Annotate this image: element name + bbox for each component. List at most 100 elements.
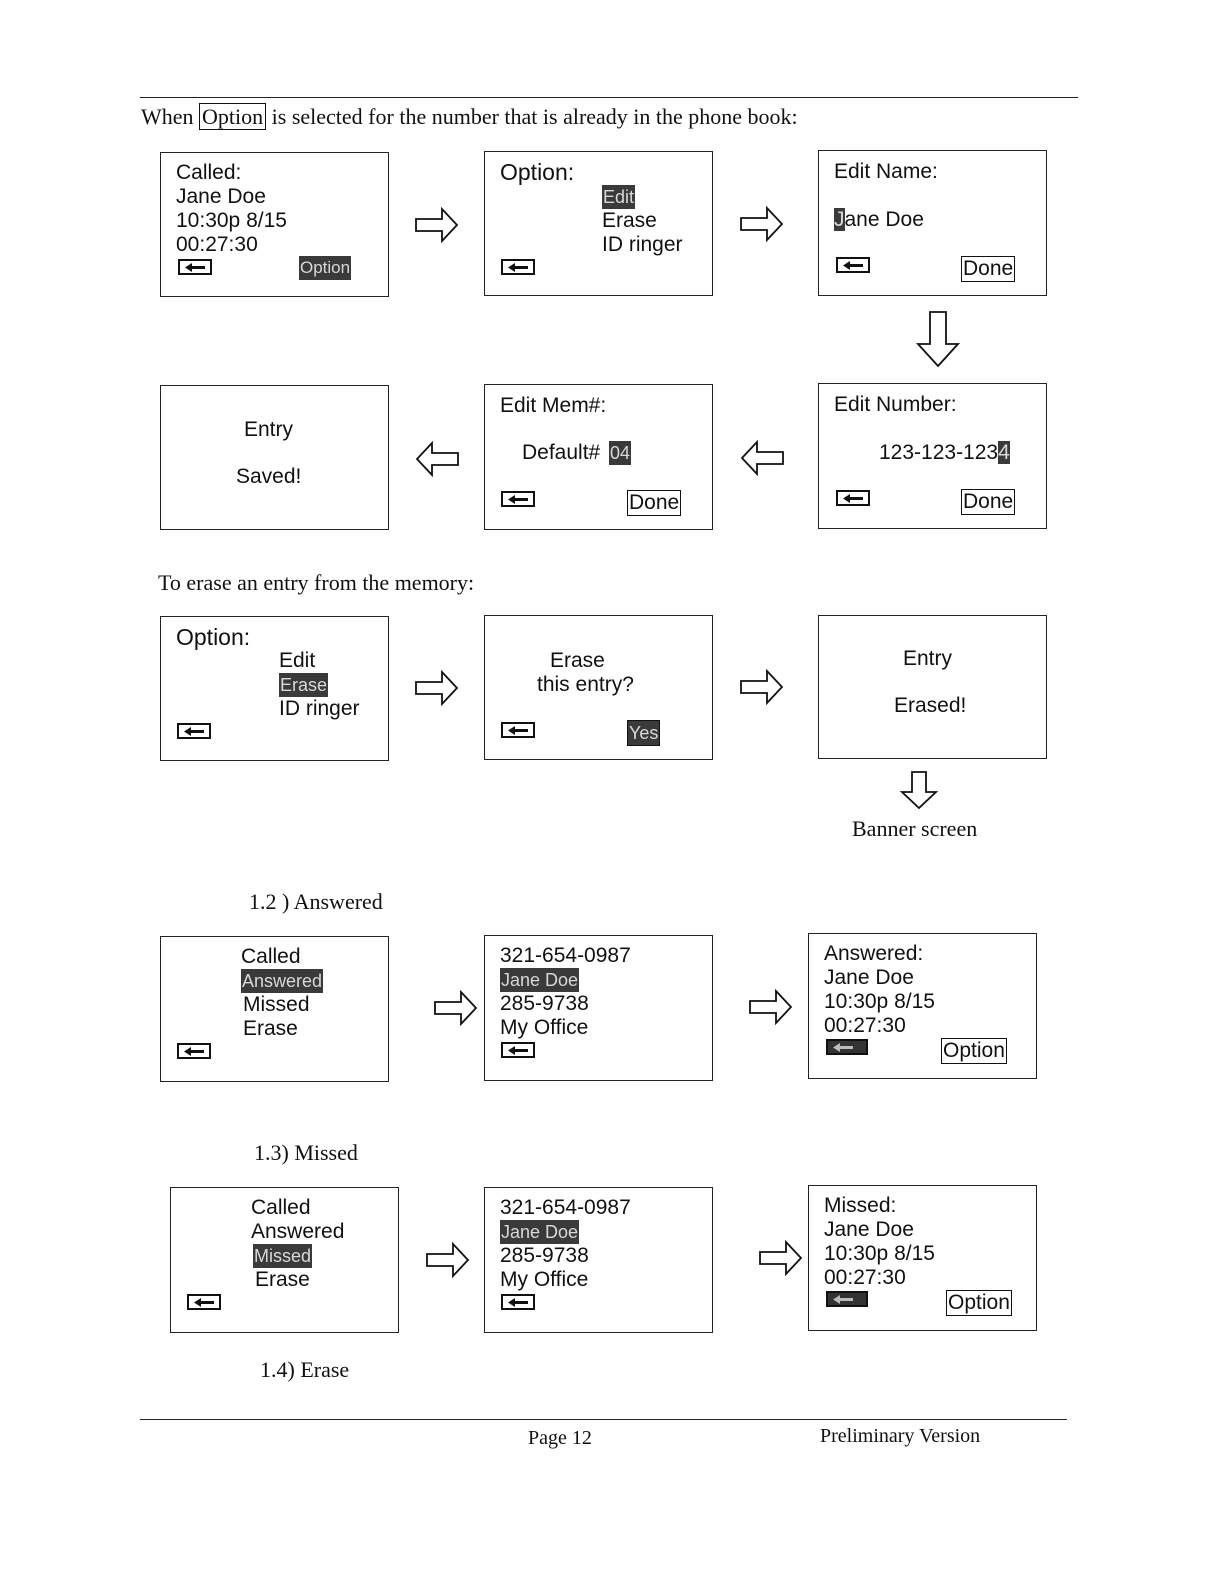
list-line-4[interactable]: My Office [500, 1016, 589, 1039]
back-arrow-icon[interactable] [836, 257, 870, 273]
screen-called: Called: Jane Doe 10:30p 8/15 00:27:30 Op… [160, 152, 389, 297]
edit-number-title: Edit Number: [834, 393, 957, 416]
screen-detail-answered: Answered: Jane Doe 10:30p 8/15 00:27:30 … [808, 933, 1037, 1079]
screen-edit-number: Edit Number: 123-123-1234 Done [818, 383, 1047, 529]
menu-missed[interactable]: Missed [243, 993, 310, 1016]
intro-option-word: Option [199, 103, 267, 130]
option-erase-item[interactable]: Erase [602, 209, 657, 232]
menu-called[interactable]: Called [241, 945, 301, 968]
detail-line-4: 00:27:30 [824, 1266, 906, 1289]
option-softkey[interactable]: Option [299, 256, 352, 280]
edit-name-value[interactable]: Jane Doe [834, 208, 924, 232]
erased-line-2: Erased! [894, 694, 967, 717]
option-edit-item[interactable]: Edit [602, 185, 636, 209]
menu-called[interactable]: Called [251, 1196, 311, 1219]
banner-screen-label: Banner screen [852, 816, 978, 841]
done-button[interactable]: Done [627, 490, 682, 516]
list-line-4[interactable]: My Office [500, 1268, 589, 1291]
saved-line-2: Saved! [236, 465, 302, 488]
list-line-2-selected[interactable]: Jane Doe [500, 968, 580, 992]
detail-line-4: 00:27:30 [824, 1014, 906, 1037]
edit-number-value[interactable]: 123-123-1234 [879, 441, 1010, 465]
edit-name-rest: ane Doe [844, 208, 924, 231]
screen-menu-missed: Called Answered Missed Erase [170, 1187, 399, 1333]
option-title: Option: [176, 624, 251, 650]
list-line-1[interactable]: 321-654-0987 [500, 1196, 631, 1219]
option-softkey[interactable]: Option [946, 1290, 1012, 1316]
menu-answered[interactable]: Answered [241, 969, 324, 993]
back-arrow-icon[interactable] [826, 1291, 868, 1307]
edit-mem-title: Edit Mem#: [500, 394, 607, 417]
top-rule [140, 97, 1078, 98]
back-arrow-icon[interactable] [178, 259, 212, 275]
erased-line-1: Entry [903, 647, 953, 670]
intro-text: When Option is selected for the number t… [141, 103, 798, 130]
right-arrow-icon [434, 990, 478, 1026]
right-arrow-icon [415, 207, 459, 243]
right-arrow-icon [759, 1240, 803, 1276]
menu-erase[interactable]: Erase [255, 1268, 310, 1291]
back-arrow-icon[interactable] [501, 1042, 535, 1058]
screen-erase-confirm: Erase this entry? Yes [484, 615, 713, 760]
screen-list-answered: 321-654-0987 Jane Doe 285-9738 My Office [484, 935, 713, 1081]
screen-entry-erased: Entry Erased! [818, 615, 1047, 759]
back-arrow-icon[interactable] [501, 722, 535, 738]
detail-line-1: Answered: [824, 942, 924, 965]
down-arrow-icon [899, 771, 939, 810]
back-arrow-icon[interactable] [501, 491, 535, 507]
option-title: Option: [500, 159, 575, 185]
list-line-1[interactable]: 321-654-0987 [500, 944, 631, 967]
screen-edit-mem: Edit Mem#: Default# 04 Done [484, 384, 713, 530]
back-arrow-icon[interactable] [501, 1294, 535, 1310]
down-arrow-icon [915, 311, 961, 368]
menu-missed[interactable]: Missed [253, 1244, 313, 1268]
option-erase-item[interactable]: Erase [279, 673, 329, 697]
detail-line-2: Jane Doe [824, 966, 914, 989]
screen-option-edit: Option: Edit Erase ID ringer [484, 151, 713, 296]
screen-menu-answered: Called Answered Missed Erase [160, 936, 389, 1082]
done-button[interactable]: Done [961, 256, 1016, 282]
yes-softkey[interactable]: Yes [627, 720, 661, 746]
called-line-2: Jane Doe [176, 185, 266, 208]
back-arrow-icon[interactable] [177, 723, 211, 739]
edit-mem-label: Default# [522, 441, 601, 464]
confirm-line-2: this entry? [537, 673, 634, 696]
back-arrow-icon[interactable] [836, 490, 870, 506]
section-answered-heading: 1.2 ) Answered [249, 889, 383, 914]
right-arrow-icon [749, 989, 793, 1025]
screen-edit-name: Edit Name: Jane Doe Done [818, 150, 1047, 296]
screen-list-missed: 321-654-0987 Jane Doe 285-9738 My Office [484, 1187, 713, 1333]
called-line-1: Called: [176, 161, 242, 184]
option-softkey[interactable]: Option [941, 1038, 1007, 1064]
done-button[interactable]: Done [961, 489, 1016, 515]
edit-mem-value[interactable]: 04 [609, 441, 632, 465]
right-arrow-icon [415, 670, 459, 706]
list-line-3[interactable]: 285-9738 [500, 992, 589, 1015]
back-arrow-icon[interactable] [826, 1039, 868, 1055]
back-arrow-icon[interactable] [187, 1294, 221, 1310]
screen-detail-missed: Missed: Jane Doe 10:30p 8/15 00:27:30 Op… [808, 1185, 1037, 1331]
edit-name-title: Edit Name: [834, 160, 938, 183]
text-cursor: 4 [998, 441, 1010, 464]
detail-line-1: Missed: [824, 1194, 897, 1217]
list-line-2-selected[interactable]: Jane Doe [500, 1220, 580, 1244]
page-number: Page 12 [528, 1427, 592, 1449]
right-arrow-icon [740, 206, 784, 242]
detail-line-3: 10:30p 8/15 [824, 1242, 935, 1265]
screen-entry-saved: Entry Saved! [160, 385, 389, 530]
option-id-item[interactable]: ID ringer [279, 697, 360, 720]
menu-erase[interactable]: Erase [243, 1017, 298, 1040]
list-line-3[interactable]: 285-9738 [500, 1244, 589, 1267]
option-edit-item[interactable]: Edit [279, 649, 316, 672]
edit-number-digits: 123-123-123 [879, 441, 999, 464]
intro-suffix: is selected for the number that is alrea… [271, 104, 798, 129]
detail-line-2: Jane Doe [824, 1218, 914, 1241]
back-arrow-icon[interactable] [177, 1043, 211, 1059]
bottom-rule [140, 1419, 1067, 1420]
back-arrow-icon[interactable] [501, 259, 535, 275]
left-arrow-icon [740, 440, 784, 476]
erase-heading: To erase an entry from the memory: [158, 570, 475, 595]
called-line-4: 00:27:30 [176, 233, 258, 256]
menu-answered[interactable]: Answered [251, 1220, 345, 1243]
option-id-item[interactable]: ID ringer [602, 233, 683, 256]
